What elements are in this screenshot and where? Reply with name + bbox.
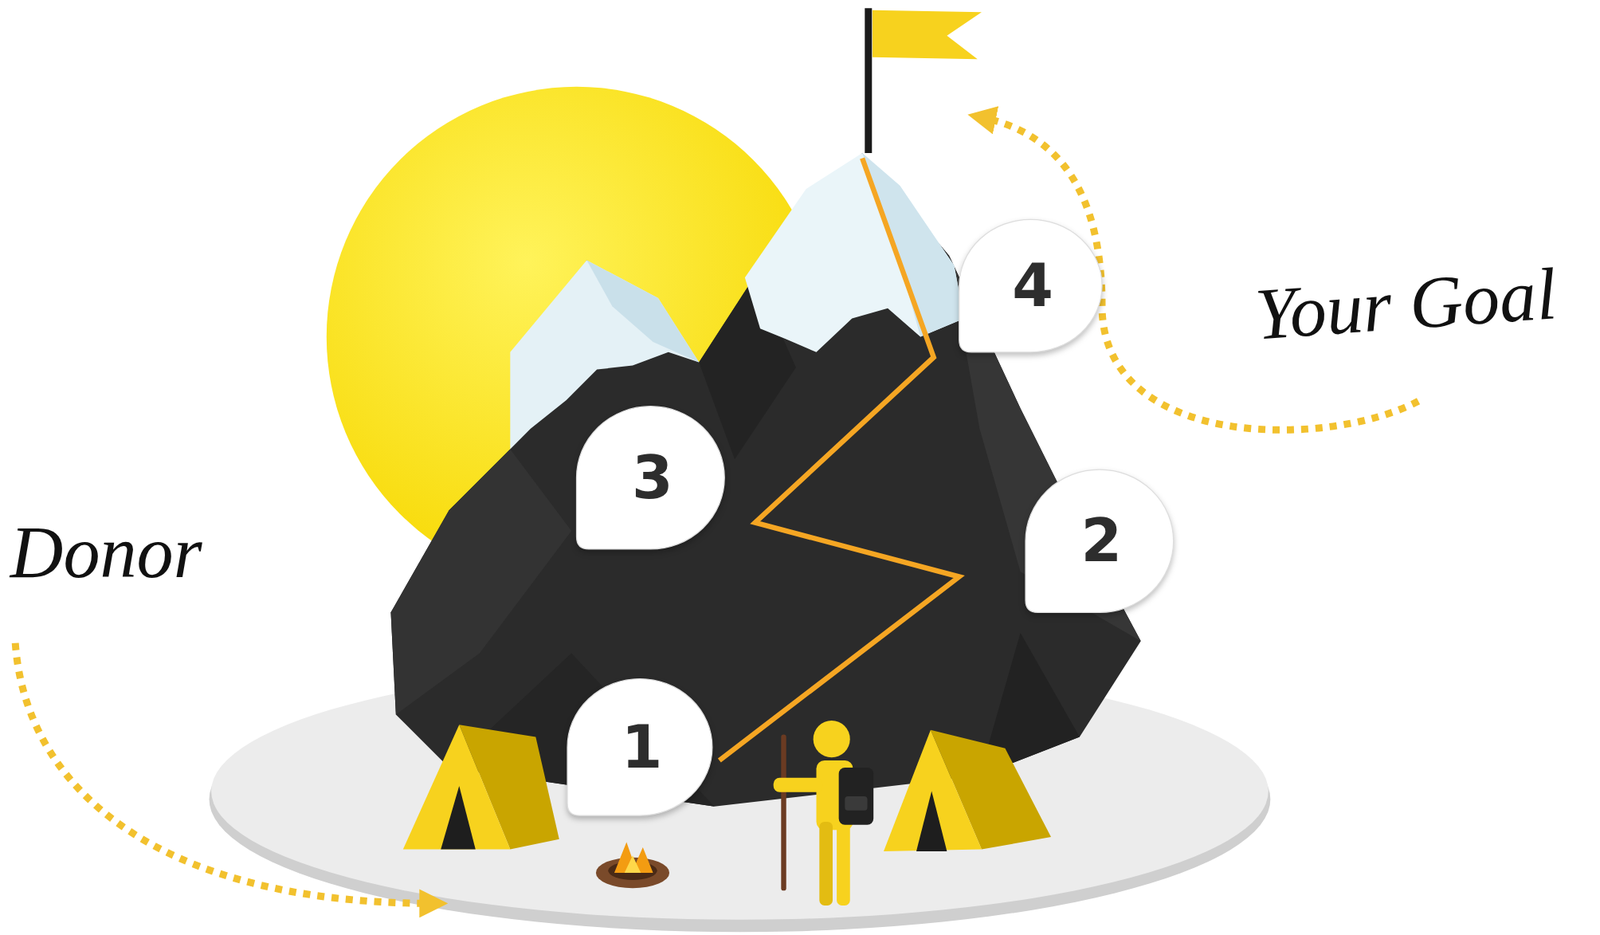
hiker-arm: [773, 777, 823, 793]
marker-outline: [959, 219, 1102, 352]
callout-number: 2: [1081, 511, 1123, 571]
snow-cap: [745, 152, 965, 353]
flag-pole: [864, 7, 872, 153]
flame: [614, 842, 654, 873]
marker-outline: [567, 678, 713, 816]
map-marker: 4: [959, 219, 1102, 352]
script-label: Donor: [10, 515, 203, 589]
walking-stick: [780, 737, 786, 889]
backpack-pocket: [844, 796, 867, 811]
trail: [719, 157, 960, 761]
tent: [403, 724, 510, 849]
map-marker: 2: [1025, 469, 1174, 612]
dotted-arrow: [15, 643, 434, 904]
mountain: [390, 152, 1141, 807]
backpack: [839, 767, 875, 825]
callout-number: 4: [1011, 255, 1054, 315]
hiker-leg: [836, 821, 851, 906]
snow-facet: [586, 260, 699, 363]
flag: [872, 10, 982, 59]
hiker-head: [813, 720, 851, 757]
flame: [624, 854, 641, 873]
callout-number: 3: [631, 447, 674, 507]
map-marker: 3: [576, 406, 726, 550]
mountain-facet: [390, 448, 572, 714]
tent-door: [440, 785, 476, 849]
map-marker: 1: [567, 678, 713, 816]
marker-outline: [576, 406, 726, 550]
snow-facet: [862, 152, 965, 338]
script-label: Your Goal: [1252, 256, 1559, 351]
tent: [883, 729, 982, 851]
callout-number: 1: [621, 717, 663, 777]
tent-door: [916, 790, 947, 851]
marker-outline: [1025, 469, 1174, 612]
hiker-leg: [819, 821, 833, 906]
